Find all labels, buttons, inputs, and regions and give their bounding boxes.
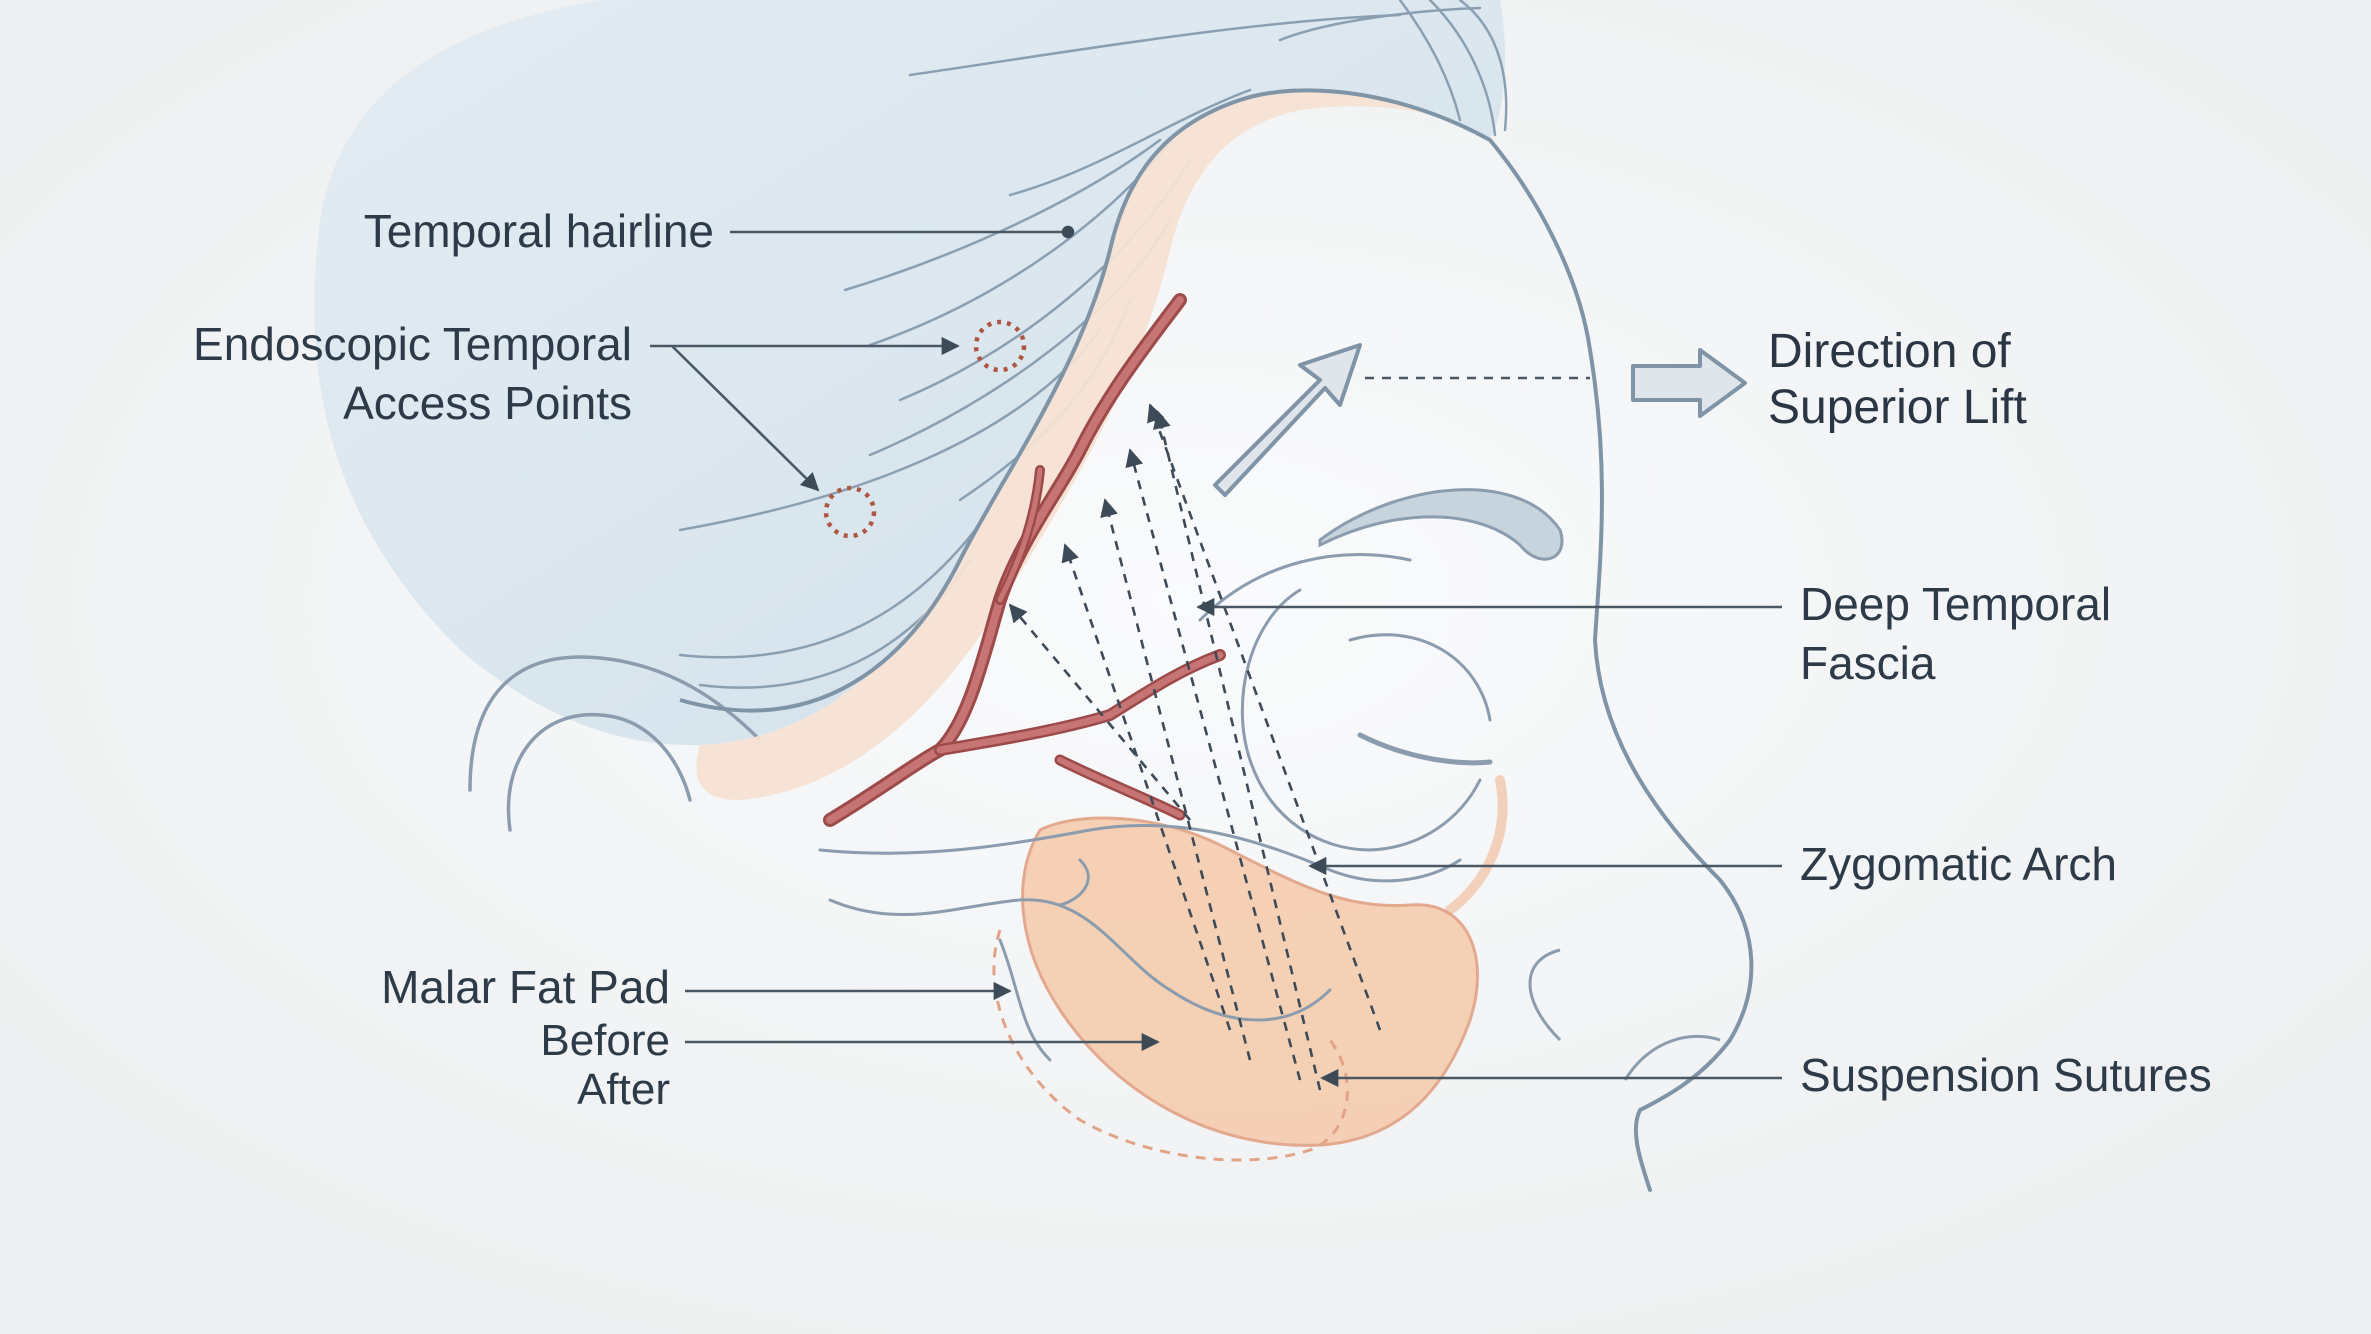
- label-after: After: [577, 1065, 670, 1114]
- suture-line: [1008, 603, 1191, 821]
- superficial-temporal-artery: [823, 293, 1226, 827]
- eye-region: [1198, 553, 1493, 852]
- nasal-fold-line: [1528, 948, 1562, 1042]
- leader-lines: [650, 225, 1782, 1088]
- label-temporal-hairline: Temporal hairline: [364, 205, 714, 257]
- label-deep-fascia-line2: Fascia: [1800, 637, 1936, 689]
- access-point-marker-icon: [823, 485, 877, 539]
- cheek-contour: [1445, 775, 1508, 915]
- nostril-line: [1623, 1034, 1721, 1081]
- lift-arrow-icon: [1213, 343, 1362, 497]
- label-zygomatic-arch: Zygomatic Arch: [1800, 838, 2117, 890]
- label-direction-line2: Superior Lift: [1768, 381, 2027, 434]
- hair-strands: [678, 0, 1508, 689]
- label-malar-fat-pad: Malar Fat Pad: [381, 961, 670, 1013]
- ear: [468, 655, 762, 832]
- label-access-points-line2: Access Points: [343, 377, 632, 429]
- label-suspension-sutures: Suspension Sutures: [1800, 1049, 2212, 1101]
- suture-line: [1125, 448, 1302, 1081]
- hair-boundary-line: [679, 88, 1491, 713]
- eyebrow: [1318, 488, 1564, 561]
- label-direction-line1: Direction of: [1768, 325, 2011, 378]
- direction-arrow-icon: [1631, 348, 1747, 418]
- hair-region: [314, 0, 1506, 746]
- access-point-marker-icon: [973, 319, 1027, 373]
- face-profile: [1488, 138, 1754, 1192]
- label-access-points-line1: Endoscopic Temporal: [193, 318, 632, 370]
- suture-line: [1100, 498, 1252, 1061]
- label-deep-fascia-line1: Deep Temporal: [1800, 578, 2111, 630]
- malar-fat-pad-before: [992, 929, 1349, 1162]
- suture-line: [1061, 543, 1232, 1031]
- suture-line: [1147, 403, 1382, 1031]
- suspension-sutures: [1008, 403, 1382, 1091]
- malar-fat-pad-after: [1021, 816, 1479, 1147]
- leader-access-point-lower: [671, 345, 820, 492]
- label-before: Before: [540, 1016, 670, 1065]
- suture-line: [1152, 410, 1322, 1091]
- zygomatic-arch-curves: [818, 824, 1462, 1062]
- temporal-fascia-band: [696, 90, 1490, 801]
